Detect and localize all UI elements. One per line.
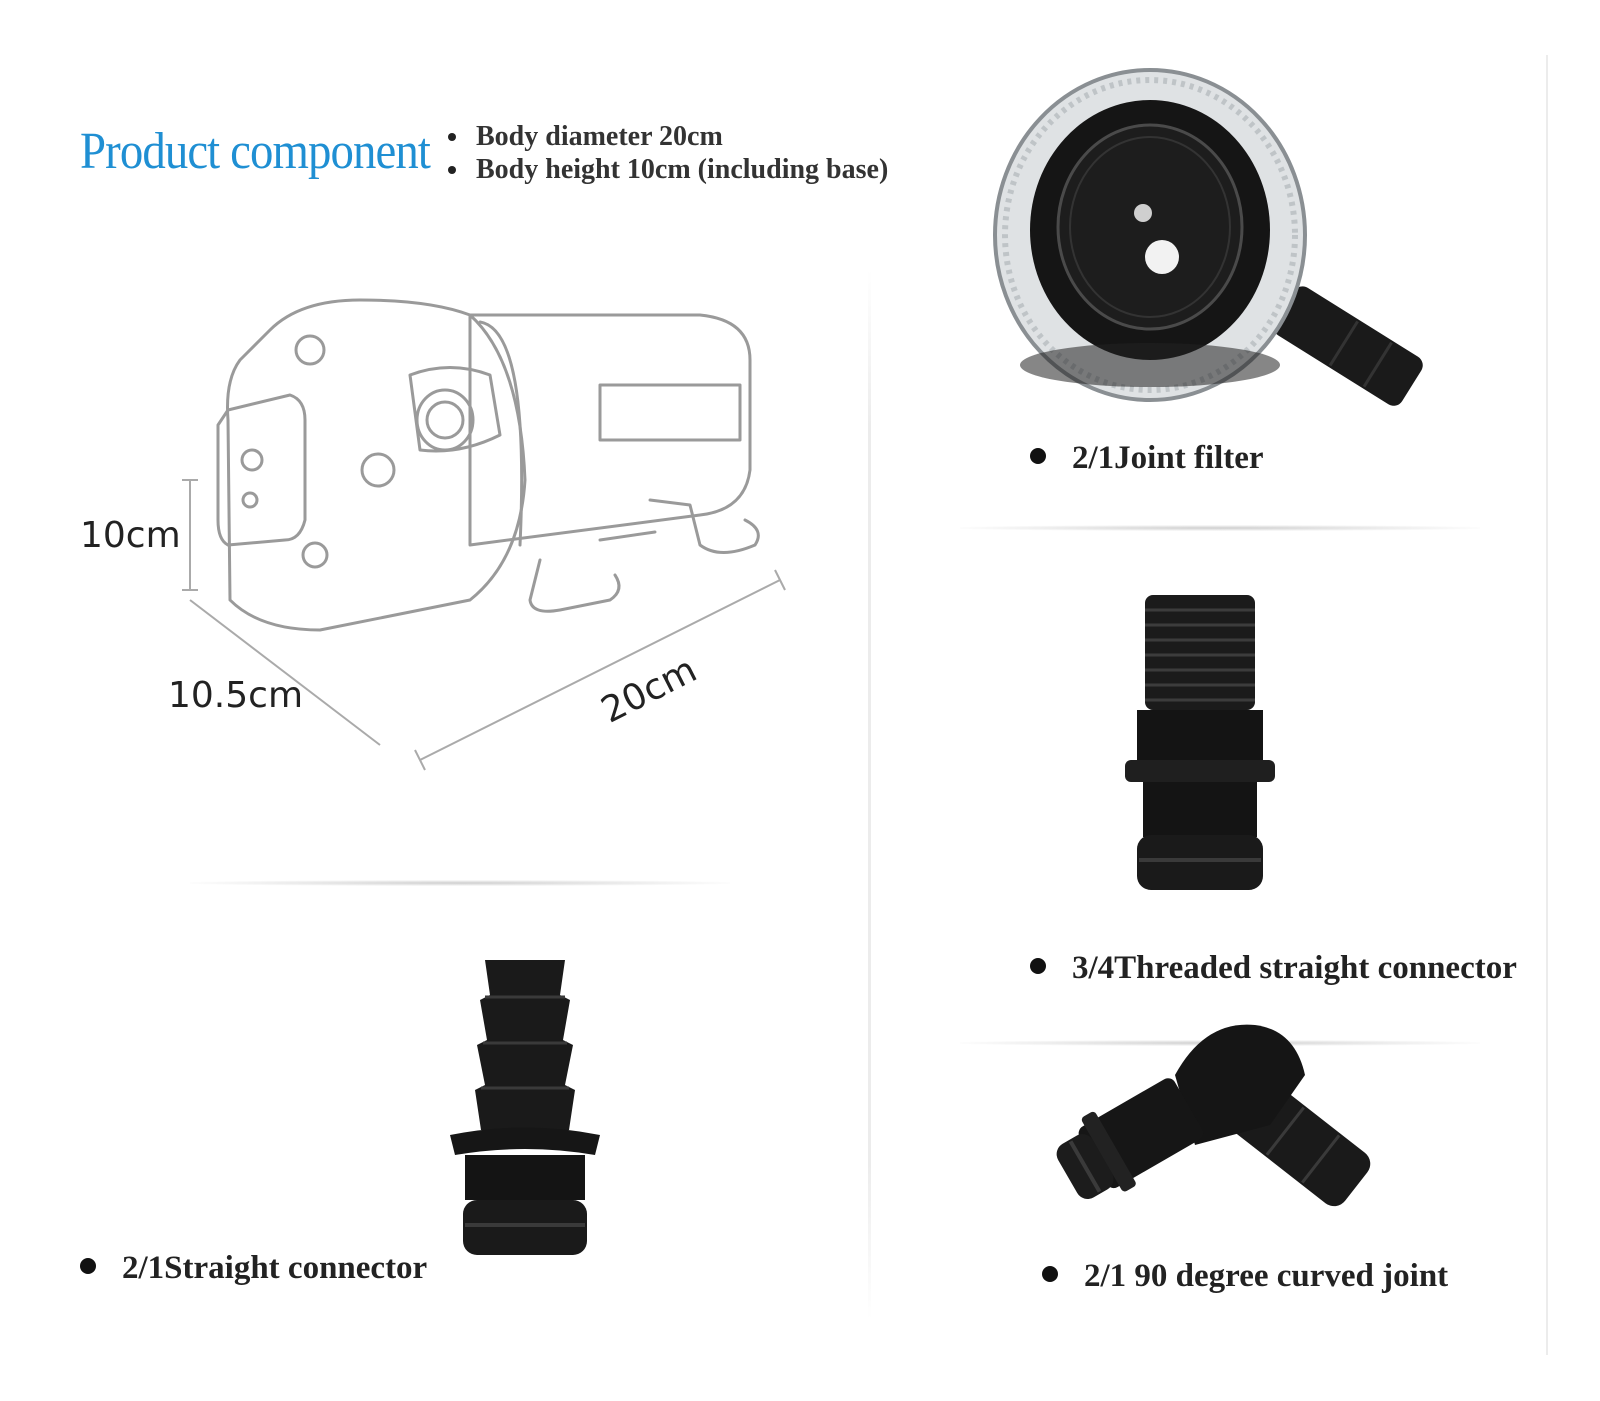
spec-item: Body height 10cm (including base) [448, 153, 888, 186]
vertical-divider [868, 270, 871, 1320]
caption-elbow-joint: 2/1 90 degree curved joint [1042, 1258, 1448, 1295]
caption-straight-connector: 2/1Straight connector [80, 1250, 427, 1287]
bullet-icon [1030, 448, 1046, 465]
bullet-icon [1042, 1266, 1058, 1283]
horizontal-divider [190, 880, 730, 886]
height-dimension-label: 10cm [80, 515, 181, 556]
bullet-icon [448, 166, 456, 174]
frame-edge [1546, 55, 1548, 1355]
spec-list: Body diameter 20cm Body height 10cm (inc… [448, 120, 888, 186]
depth-dimension-label: 10.5cm [168, 675, 304, 716]
page-title: Product component [80, 123, 431, 180]
bullet-icon [1030, 958, 1046, 975]
elbow-joint-icon [1056, 1024, 1371, 1207]
bullet-icon [448, 133, 456, 141]
caption-joint-filter: 2/1Joint filter [1030, 440, 1264, 477]
spec-item: Body diameter 20cm [448, 120, 888, 153]
filter-icon [993, 68, 1423, 406]
straight-connector-icon [450, 960, 600, 1255]
pump-sketch-icon [182, 298, 786, 771]
horizontal-divider [960, 525, 1480, 531]
caption-threaded-connector: 3/4Threaded straight connector [1030, 950, 1517, 987]
threaded-connector-icon [1125, 595, 1275, 890]
bullet-icon [80, 1258, 96, 1275]
